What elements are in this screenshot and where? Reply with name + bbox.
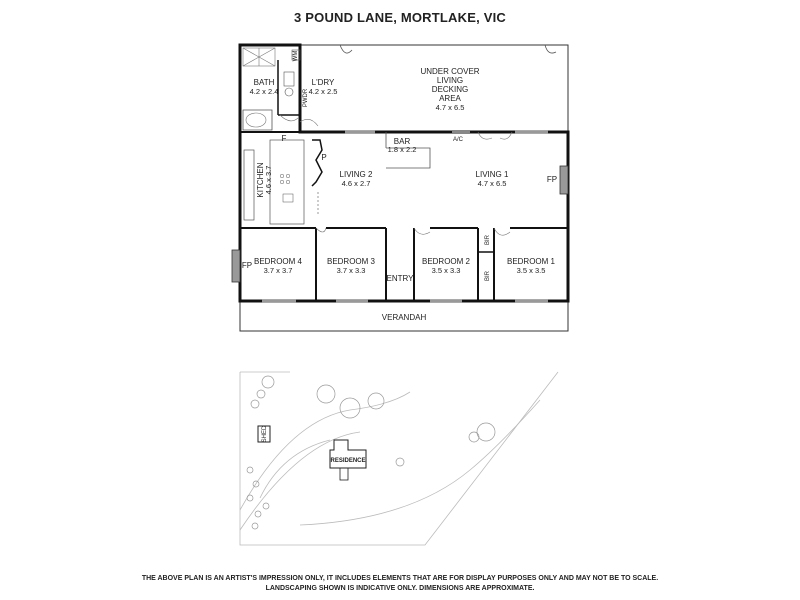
bed1-door-swing (493, 227, 511, 236)
bedroom3-label: BEDROOM 3 (327, 257, 376, 266)
kitchen-island (269, 139, 305, 225)
living1-dim: 4.7 x 6.5 (478, 179, 507, 188)
kitchen-sink (282, 193, 294, 203)
basin (284, 87, 294, 97)
bir-label-top: BIR (485, 234, 491, 245)
deck-door-swing (339, 44, 353, 54)
bir-label-bottom: BIR (485, 270, 491, 281)
living1-label: LIVING 1 (476, 170, 509, 179)
bath-label: BATH (254, 78, 275, 87)
cooktop (279, 173, 291, 185)
kitchen-dim: 4.6 x 3.7 (264, 166, 273, 195)
verandah-label: VERANDAH (382, 313, 427, 322)
ldry-door-swing (299, 118, 319, 127)
site-boundary (239, 371, 559, 546)
washing-machine (291, 49, 301, 61)
bedroom3-dim: 3.7 x 3.3 (337, 266, 366, 275)
deck-label-1: UNDER COVER (420, 67, 479, 76)
fp-bedroom-label: FP (242, 261, 252, 270)
ac-label: A/C (453, 137, 464, 143)
toilet (283, 71, 295, 87)
driveway (239, 391, 541, 531)
fridge-label: F (282, 134, 287, 143)
bar-counter (386, 147, 431, 169)
ac-unit (452, 131, 470, 134)
bathtub-basin (245, 112, 267, 128)
living-door-swing-b (499, 131, 513, 140)
fp-living-label: FP (547, 175, 557, 184)
landscape-trees (246, 375, 496, 530)
pantry-wall (311, 139, 323, 187)
ldry-dim: 4.2 x 2.5 (309, 87, 338, 96)
living2-dim: 4.6 x 2.7 (342, 179, 371, 188)
bed4-door-swing (315, 227, 327, 233)
bath-dim: 4.2 x 2.4 (250, 87, 279, 96)
pwdr-label: PWDR (303, 88, 309, 107)
pwdr-door-swing (279, 114, 299, 122)
bedroom2-dim: 3.5 x 3.3 (432, 266, 461, 275)
wm-label: WM (293, 51, 299, 62)
living2-label: LIVING 2 (340, 170, 373, 179)
deck-outline (300, 44, 569, 132)
deck-door-swing-right (544, 44, 557, 54)
bedroom4-dim: 3.7 x 3.7 (264, 266, 293, 275)
bedroom2-label: BEDROOM 2 (422, 257, 471, 266)
disclaimer-line-1: THE ABOVE PLAN IS AN ARTIST'S IMPRESSION… (141, 575, 659, 582)
bedroom1-dim: 3.5 x 3.5 (517, 266, 546, 275)
shed-outline (257, 425, 271, 443)
residence-porch (339, 467, 349, 481)
ldry-label: L'DRY (312, 78, 335, 87)
bar-dim: 1.8 x 2.2 (388, 145, 417, 154)
residence-outline (329, 439, 367, 469)
residence-label: RESIDENCE (330, 458, 365, 464)
living-door-swing-a (477, 131, 493, 140)
bathtub (242, 109, 273, 131)
deck-label-4: AREA (439, 94, 461, 103)
deck-label-3: DECKING (432, 85, 468, 94)
deck-label-2: LIVING (437, 76, 463, 85)
shower-screen (242, 47, 276, 67)
kitchen-bench (243, 149, 255, 221)
kitchen-label: KITCHEN (256, 162, 265, 197)
shed-label: SHED (262, 425, 268, 442)
plan-title: 3 POUND LANE, MORTLAKE, VIC (294, 10, 506, 25)
bed2-door-swing (413, 227, 431, 235)
deck-dim: 4.7 x 6.5 (436, 103, 465, 112)
fireplace-living (559, 165, 569, 195)
pantry-label: P (321, 153, 326, 162)
bedroom4-label: BEDROOM 4 (254, 257, 303, 266)
entry-label: ENTRY (387, 274, 415, 283)
disclaimer-line-2: LANDSCAPING SHOWN IS INDICATIVE ONLY. DI… (265, 585, 535, 592)
bar-label: BAR (394, 137, 411, 146)
fireplace-bedroom (231, 249, 241, 283)
bedroom1-label: BEDROOM 1 (507, 257, 556, 266)
